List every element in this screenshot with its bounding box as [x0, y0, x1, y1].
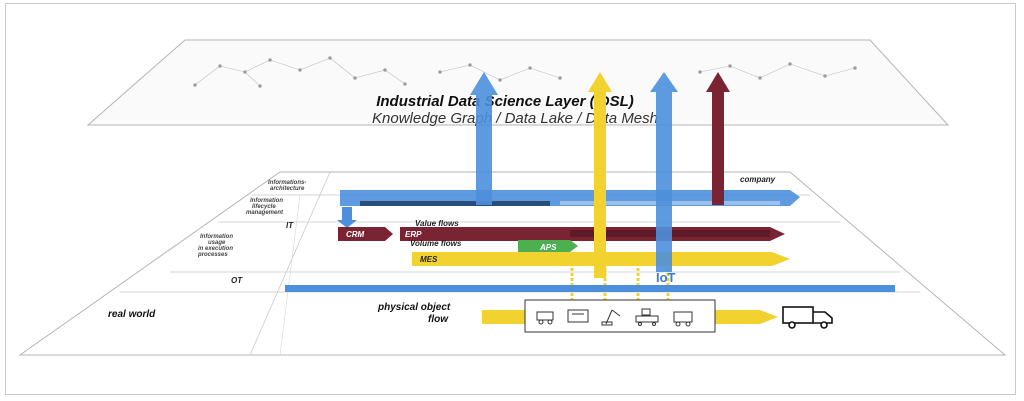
aps-arrow	[518, 240, 578, 252]
label-info-usage-1: Information	[200, 234, 233, 240]
cart-icon	[536, 311, 554, 325]
aps-label: APS	[539, 243, 557, 252]
idsl-yellow-arrow	[588, 72, 612, 278]
truck-icon	[782, 306, 833, 329]
label-real-world: real world	[108, 309, 156, 320]
idsl-title: Industrial Data Science Layer (IDSL)	[376, 93, 634, 110]
mes-label: MES	[420, 255, 438, 264]
left-column-divider	[249, 171, 331, 356]
info-down-arrow	[337, 207, 357, 228]
ot-bar	[285, 285, 895, 292]
knowledge-graph-network	[193, 56, 857, 88]
label-it: IT	[286, 221, 294, 230]
idsl-blue-arrow-right	[650, 72, 678, 272]
volume-flows-label: Volume flows	[410, 239, 462, 248]
label-info-lifecycle-2: lifecycle	[252, 204, 276, 210]
label-info-architecture: Informations-	[268, 180, 306, 186]
idsl-maroon-arrow	[706, 72, 730, 205]
machine-icon-1	[567, 309, 589, 323]
label-info-lifecycle: Information	[250, 198, 283, 204]
left-column-divider-2	[279, 194, 301, 356]
crm-arrow	[338, 227, 393, 241]
robot-arm-icon	[601, 309, 621, 326]
machine-icon-2	[673, 311, 693, 327]
label-info-usage-3: in execution	[198, 246, 233, 252]
value-flows-label: Value flows	[415, 219, 459, 228]
physical-flow-label-2: flow	[428, 314, 449, 325]
machine-icons	[536, 308, 693, 327]
label-ot: OT	[231, 276, 243, 285]
physical-flow-label-1: physical object	[377, 302, 451, 313]
label-info-usage-4: processes	[197, 252, 228, 258]
info-lifecycle-bar	[360, 201, 550, 206]
label-company: company	[740, 175, 776, 184]
idsl-plane	[86, 39, 950, 126]
label-info-usage-2: usage	[208, 240, 226, 246]
conveyor-icon	[635, 308, 659, 326]
idsl-subtitle: Knowledge Graph / Data Lake / Data Mesh	[372, 110, 658, 127]
label-info-lifecycle-3: management	[246, 210, 284, 216]
erp-label: ERP	[405, 230, 422, 239]
idsl-blue-arrow-left	[470, 72, 498, 205]
iot-label: IoT	[656, 270, 676, 285]
label-info-architecture-2: architecture	[270, 186, 305, 192]
crm-label: CRM	[346, 230, 365, 239]
